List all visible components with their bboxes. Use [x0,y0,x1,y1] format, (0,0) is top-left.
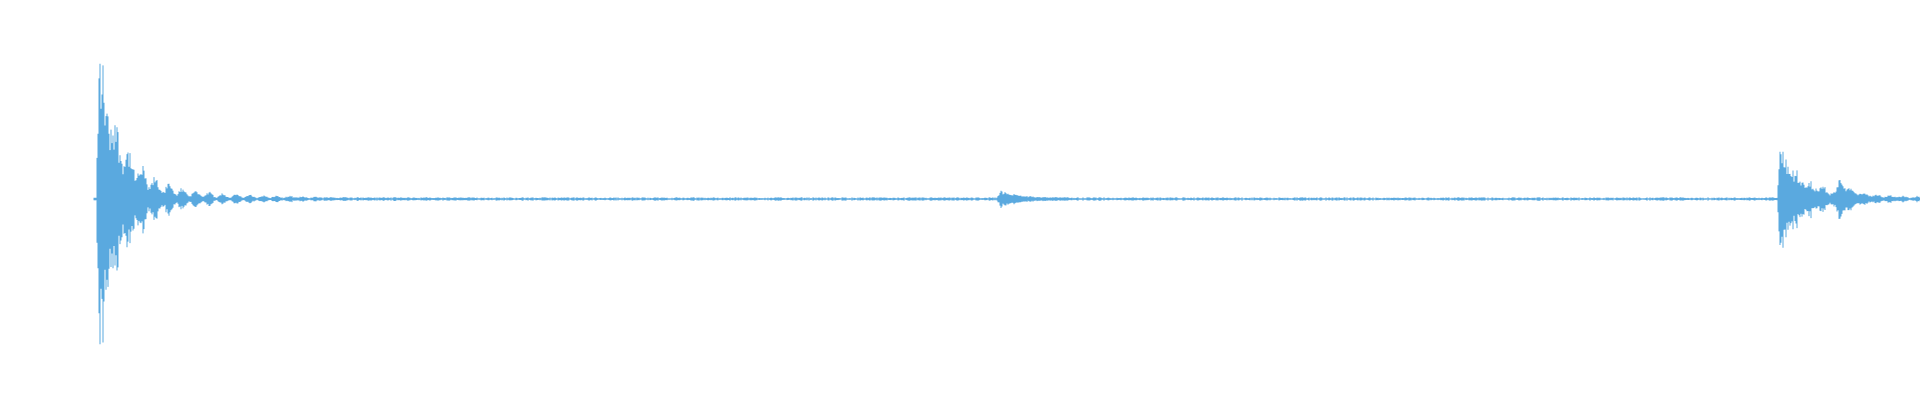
waveform-trace [93,63,1920,345]
